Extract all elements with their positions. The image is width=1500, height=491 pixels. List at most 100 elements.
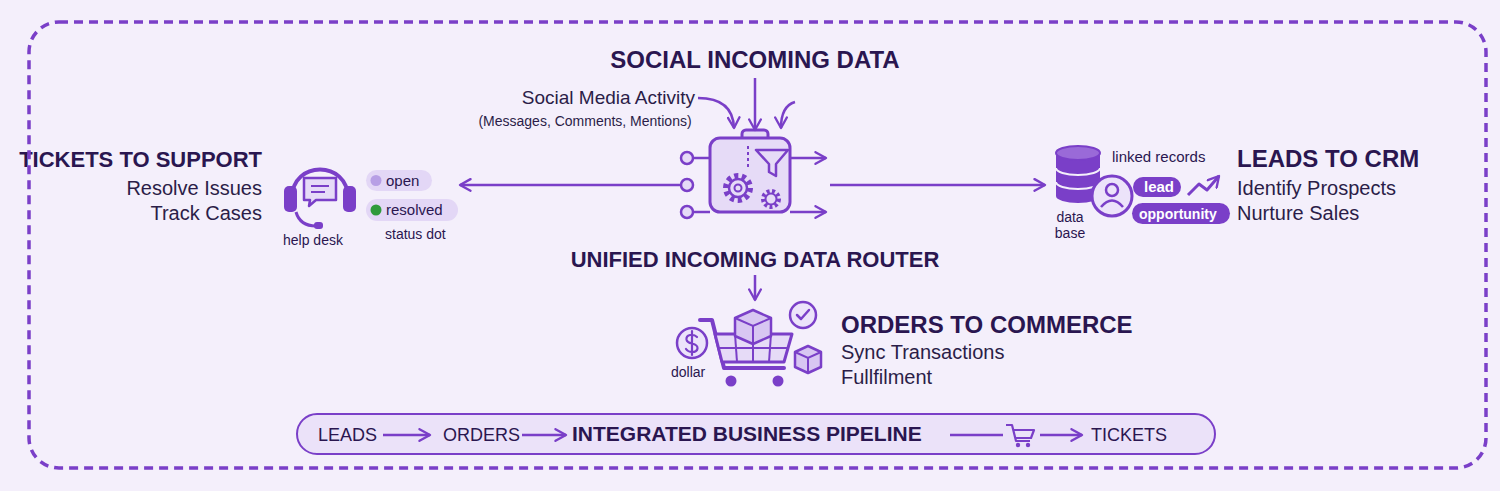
icon-caption: data base	[1050, 209, 1090, 241]
ticket-line	[311, 185, 329, 187]
dollar-sign	[686, 331, 698, 355]
check-bubble	[790, 302, 816, 328]
cart-basket	[715, 334, 792, 362]
icon-caption: linked records	[1112, 148, 1205, 166]
gear-body	[729, 179, 747, 197]
package-edge	[795, 352, 821, 373]
cart-grid	[752, 334, 754, 362]
connector-arrow	[754, 275, 757, 300]
router-dash	[747, 146, 749, 168]
funnel-icon	[756, 150, 788, 176]
icon-caption: status dot	[385, 226, 446, 242]
router-notch	[742, 130, 768, 142]
node-heading: UNIFIED INCOMING DATA ROUTER	[545, 246, 965, 274]
crm-node: LEADS TO CRMIdentify Prospects Nurture S…	[1045, 140, 1470, 245]
check-mark	[797, 310, 809, 319]
source-node: SOCIAL INCOMING DATASocial Media Activit…	[600, 42, 910, 78]
node-heading: ORDERS TO COMMERCE	[841, 310, 1151, 340]
pipeline-arrow	[522, 434, 566, 437]
port-dot	[681, 206, 693, 218]
port-wire	[693, 157, 710, 160]
input-arrow	[781, 102, 795, 128]
cart-grid	[719, 347, 788, 349]
package-edge	[735, 318, 771, 344]
database-ring	[1056, 182, 1100, 189]
tag-pill	[1132, 203, 1230, 224]
router-box	[710, 138, 790, 212]
node-body: Social Media Activity	[400, 86, 695, 110]
status-text: open	[386, 172, 419, 190]
gear-body	[766, 194, 777, 205]
cart-handle	[700, 320, 784, 368]
node-heading: LEADS TO CRM	[1237, 144, 1467, 174]
package-box	[795, 346, 821, 373]
cart-wheel	[1016, 443, 1020, 447]
pipeline-cart	[1006, 425, 1034, 441]
connector-arrow	[460, 184, 680, 187]
commerce-node: ORDERS TO COMMERCESync Transactions Full…	[680, 300, 1150, 395]
ticket-bubble	[304, 178, 336, 206]
status-dot	[371, 205, 382, 216]
node-heading: SOCIAL INCOMING DATA	[600, 42, 910, 78]
headset-mic	[296, 212, 316, 226]
cart-grid	[769, 334, 771, 362]
cart-grid	[735, 334, 737, 362]
pipeline-arrow	[383, 434, 430, 437]
node-body: Resolve Issues Track Cases	[112, 176, 262, 226]
status-pill	[366, 170, 432, 191]
router-node: UNIFIED INCOMING DATA ROUTER	[680, 130, 830, 275]
tag-text: opportunity	[1139, 205, 1217, 223]
tag-pill	[1133, 177, 1181, 197]
input-arrow	[698, 98, 734, 128]
ticket-line	[311, 191, 325, 193]
headset-band	[292, 170, 348, 199]
package-box	[735, 310, 771, 344]
port-dot	[681, 152, 693, 164]
port-dot	[681, 179, 693, 191]
node-heading: INTEGRATED BUSINESS PIPELINE	[572, 421, 962, 447]
status-pill	[366, 199, 458, 221]
port-wire	[693, 211, 710, 214]
dollar-coin	[677, 328, 707, 358]
pipeline-step: TICKETS	[1091, 424, 1167, 446]
node-heading: TICKETS TO SUPPORT	[4, 146, 262, 174]
person-badge	[1092, 176, 1132, 216]
icon-caption: dollar	[671, 364, 705, 380]
database-ring	[1056, 168, 1100, 175]
node-body: Sync Transactions Fullfilment	[841, 340, 1021, 390]
status-text: resolved	[386, 201, 443, 219]
icon-caption: help desk	[283, 232, 343, 248]
pipeline-step: ORDERS	[443, 424, 520, 446]
trend-arrow	[1188, 176, 1219, 195]
status-dot	[371, 175, 382, 186]
node-body: Identify Prospects Nurture Sales	[1237, 176, 1422, 226]
cart-wheel	[1026, 443, 1030, 447]
output-arrow	[790, 157, 826, 160]
person-head	[1106, 184, 1118, 196]
gear-teeth	[763, 191, 779, 207]
pipeline-step: LEADS	[318, 424, 377, 446]
pipeline-arrow	[1040, 434, 1082, 437]
database-top	[1056, 146, 1100, 160]
cart-wheel	[773, 376, 784, 387]
headset-mic-tip	[314, 222, 323, 229]
outer-frame	[29, 22, 1486, 468]
gear-hub	[735, 185, 742, 192]
headset-cup	[343, 186, 356, 212]
database-body	[1056, 153, 1100, 203]
headset-cup	[284, 186, 297, 212]
cart-wheel	[726, 376, 737, 387]
pipeline-band: INTEGRATED BUSINESS PIPELINE	[296, 413, 1216, 455]
output-arrow	[790, 211, 826, 214]
connector-arrow	[754, 78, 757, 130]
tag-text: lead	[1144, 178, 1174, 196]
person-body	[1101, 201, 1123, 208]
connector-arrow	[830, 184, 1045, 187]
pipeline-line	[950, 434, 1003, 437]
node-body: (Messages, Comments, Mentions)	[455, 112, 715, 130]
gear-teeth	[726, 176, 750, 200]
